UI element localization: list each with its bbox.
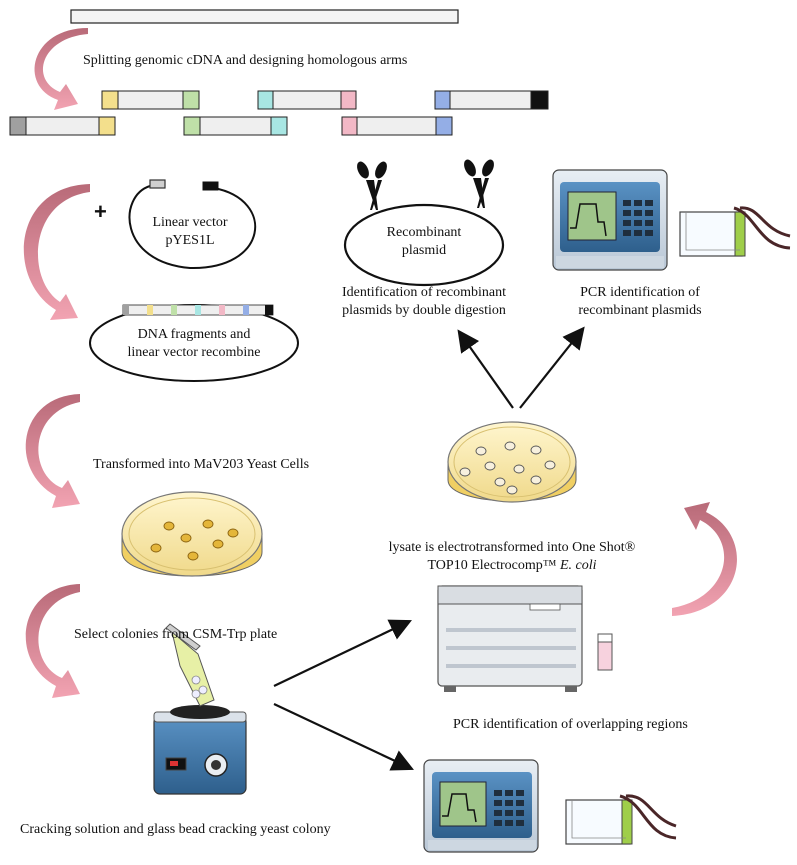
electrotransform-line2: TOP10 Electrocomp™ E. coli — [372, 557, 652, 575]
pcr-plasmid-label: PCR identification of recombinant plasmi… — [560, 284, 720, 320]
arrow-to-pcr-plasmid — [519, 326, 585, 409]
curved-arrow-1 — [34, 28, 88, 110]
split-label: Splitting genomic cDNA and designing hom… — [83, 53, 408, 68]
pcr-plasmid-label-line2: recombinant plasmids — [578, 303, 702, 318]
pcr-machine-top — [552, 169, 668, 271]
yeast-petri-dish — [121, 491, 263, 577]
pcr-plasmid-label-line1: PCR identification of — [580, 285, 700, 300]
vortex-mixer — [153, 705, 247, 795]
scissors-icon-left — [357, 161, 387, 210]
transform-label: Transformed into MaV203 Yeast Cells — [93, 457, 310, 472]
arrow-to-pcr-bottom — [273, 703, 414, 771]
recombinant-plasmid-line1: Recombinant — [386, 225, 462, 240]
pcr-overlap-label: PCR identification of overlapping region… — [453, 717, 688, 732]
gel-box-top — [679, 206, 791, 257]
electrotransform-line2-text: TOP10 Electrocomp™ — [427, 558, 560, 573]
curved-arrow-3 — [25, 394, 80, 508]
genomic-cdna-bar — [70, 9, 459, 24]
recombinant-plasmid-line2: plasmid — [401, 243, 447, 258]
scissors-icon-right — [464, 159, 494, 208]
pcr-machine-bottom — [423, 759, 539, 853]
fragment-row-2 — [9, 116, 453, 136]
fragment-row-1 — [101, 90, 549, 110]
ecoli-petri-dish — [447, 421, 577, 503]
arrow-to-electroporator — [273, 619, 412, 687]
vector-label: Linear vector pYES1L — [140, 214, 240, 250]
electrotransform-label: lysate is electrotransformed into One Sh… — [372, 539, 652, 575]
arrow-to-digestion — [457, 329, 514, 409]
recombinant-plasmid-label: Recombinant plasmid — [364, 224, 484, 260]
digestion-label-line1: Identification of recombinant — [341, 285, 507, 300]
recombine-label: DNA fragments and linear vector recombin… — [104, 326, 284, 362]
recombine-label-line1: DNA fragments and — [137, 327, 251, 342]
curved-arrow-2 — [23, 184, 90, 320]
ecoli-italic: E. coli — [559, 558, 597, 573]
recombine-label-line2: linear vector recombine — [127, 345, 261, 360]
curved-arrow-5 — [672, 502, 737, 616]
recombinant-plasmid-oval — [343, 203, 505, 287]
digestion-label-line2: plasmids by double digestion — [342, 303, 506, 318]
curved-arrow-4 — [25, 584, 80, 698]
vector-label-line2: pYES1L — [165, 233, 215, 248]
digestion-label: Identification of recombinant plasmids b… — [324, 284, 524, 320]
cuvette — [597, 633, 613, 671]
linear-vector — [128, 179, 257, 270]
microcentrifuge-tube — [165, 623, 215, 707]
recombined-plasmid-oval — [89, 304, 299, 382]
plus-sign: + — [94, 199, 107, 224]
electroporator — [437, 585, 583, 692]
vector-label-line1: Linear vector — [152, 215, 228, 230]
cracking-label: Cracking solution and glass bead crackin… — [20, 822, 331, 837]
select-label: Select colonies from CSM-Trp plate — [74, 627, 278, 642]
electrotransform-line1: lysate is electrotransformed into One Sh… — [388, 540, 636, 555]
gel-box-bottom — [565, 794, 677, 845]
